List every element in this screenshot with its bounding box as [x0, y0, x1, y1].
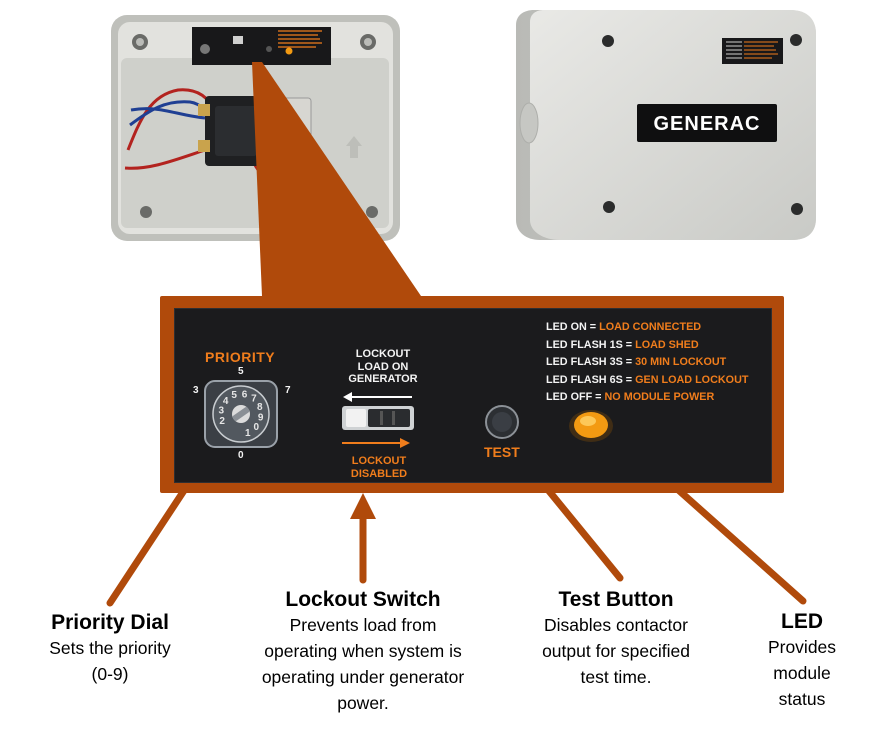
- dial-face-digit: 5: [231, 390, 237, 401]
- led-legend-row: LED OFF = NO MODULE POWER: [546, 389, 748, 407]
- callout-desc-line: operating under generator: [261, 667, 465, 687]
- lockout-bottom-line: DISABLED: [350, 467, 408, 480]
- dial-number-top: 5: [238, 366, 244, 377]
- lockout-bottom-line: LOCKOUT: [351, 455, 407, 467]
- callout-title: Test Button: [558, 588, 674, 611]
- callout-desc-line: module: [773, 663, 831, 683]
- led-state: LED FLASH 6S =: [546, 373, 633, 386]
- generac-logo: [637, 104, 777, 142]
- callout-title: LED: [781, 610, 823, 633]
- callout-desc-line: test time.: [580, 667, 652, 687]
- led-legend-row: LED FLASH 6S = GEN LOAD LOCKOUT: [546, 372, 748, 390]
- zoom-wedge: [252, 62, 421, 296]
- dial-face-digit: 1: [245, 428, 251, 439]
- led-state: LED ON =: [546, 321, 597, 333]
- led-meaning: LOAD CONNECTED: [599, 321, 702, 333]
- callout-desc-line: Provides: [767, 637, 837, 657]
- led-state: LED OFF =: [546, 391, 602, 404]
- led-state: LED FLASH 1S =: [546, 338, 633, 351]
- callout-desc-line: output for specified: [542, 641, 690, 661]
- callout-desc-line: Disables contactor: [544, 615, 688, 635]
- priority-label: PRIORITY: [205, 349, 276, 365]
- lockout-switch[interactable]: [340, 392, 416, 452]
- lockout-top-line: LOAD ON: [357, 360, 409, 373]
- callout-desc-line: (0-9): [91, 664, 129, 684]
- lockout-disabled-label: LOCKOUT DISABLED: [340, 455, 418, 480]
- led-legend-row: LED FLASH 3S = 30 MIN LOCKOUT: [546, 354, 748, 372]
- callout-priority-dial: Priority Dial Sets the priority (0-9): [10, 611, 210, 687]
- led-state: LED FLASH 3S =: [546, 356, 633, 369]
- led-meaning: NO MODULE POWER: [604, 391, 715, 404]
- led-meaning: GEN LOAD LOCKOUT: [635, 373, 749, 386]
- callout-desc-line: operating when system is: [264, 641, 462, 661]
- lockout-load-on-generator-label: LOCKOUT LOAD ON GENERATOR: [340, 348, 426, 386]
- dial-number-left: 3: [193, 385, 199, 396]
- callout-title: Lockout Switch: [285, 588, 441, 611]
- callout-desc-line: status: [778, 689, 826, 709]
- callout-desc-line: power.: [337, 693, 389, 713]
- led-meaning: LOAD SHED: [635, 338, 699, 351]
- callout-test-button: Test Button Disables contactor output fo…: [516, 588, 716, 690]
- lockout-top-line: GENERATOR: [348, 373, 418, 385]
- lockout-top-line: LOCKOUT: [355, 348, 411, 360]
- dial-face-digit: 6: [242, 389, 248, 400]
- callout-title: Priority Dial: [51, 611, 169, 634]
- dial-face-digit: 9: [258, 413, 264, 424]
- dial-number-bottom: 0: [238, 450, 244, 461]
- led-legend: LED ON = LOAD CONNECTED LED FLASH 1S = L…: [546, 319, 748, 407]
- led-meaning: 30 MIN LOCKOUT: [635, 356, 727, 369]
- dial-face-digit: 4: [223, 396, 229, 407]
- dial-face-digit: 3: [219, 406, 225, 417]
- test-label: TEST: [484, 444, 520, 460]
- dial-face-digit: 8: [257, 402, 263, 413]
- dial-face-digit: 7: [251, 394, 257, 405]
- led-legend-row: LED ON = LOAD CONNECTED: [546, 319, 748, 337]
- test-button[interactable]: [484, 404, 520, 440]
- status-led: [569, 410, 613, 442]
- dial-face-digit: 2: [219, 416, 225, 427]
- lockout-arrowhead: [350, 493, 376, 519]
- led-legend-row: LED FLASH 1S = LOAD SHED: [546, 337, 748, 355]
- callout-desc-line: Prevents load from: [289, 615, 437, 635]
- closed-module-image: GENERAC: [516, 10, 816, 240]
- generac-logo-text: GENERAC: [653, 113, 760, 135]
- dial-number-right: 7: [285, 385, 291, 396]
- callout-led: LED Provides module status: [740, 610, 864, 712]
- dial-face-digit: 0: [254, 422, 260, 433]
- test-arrow-line: [536, 476, 624, 582]
- callout-desc-line: Sets the priority: [49, 638, 171, 658]
- callout-lockout-switch: Lockout Switch Prevents load from operat…: [232, 588, 494, 716]
